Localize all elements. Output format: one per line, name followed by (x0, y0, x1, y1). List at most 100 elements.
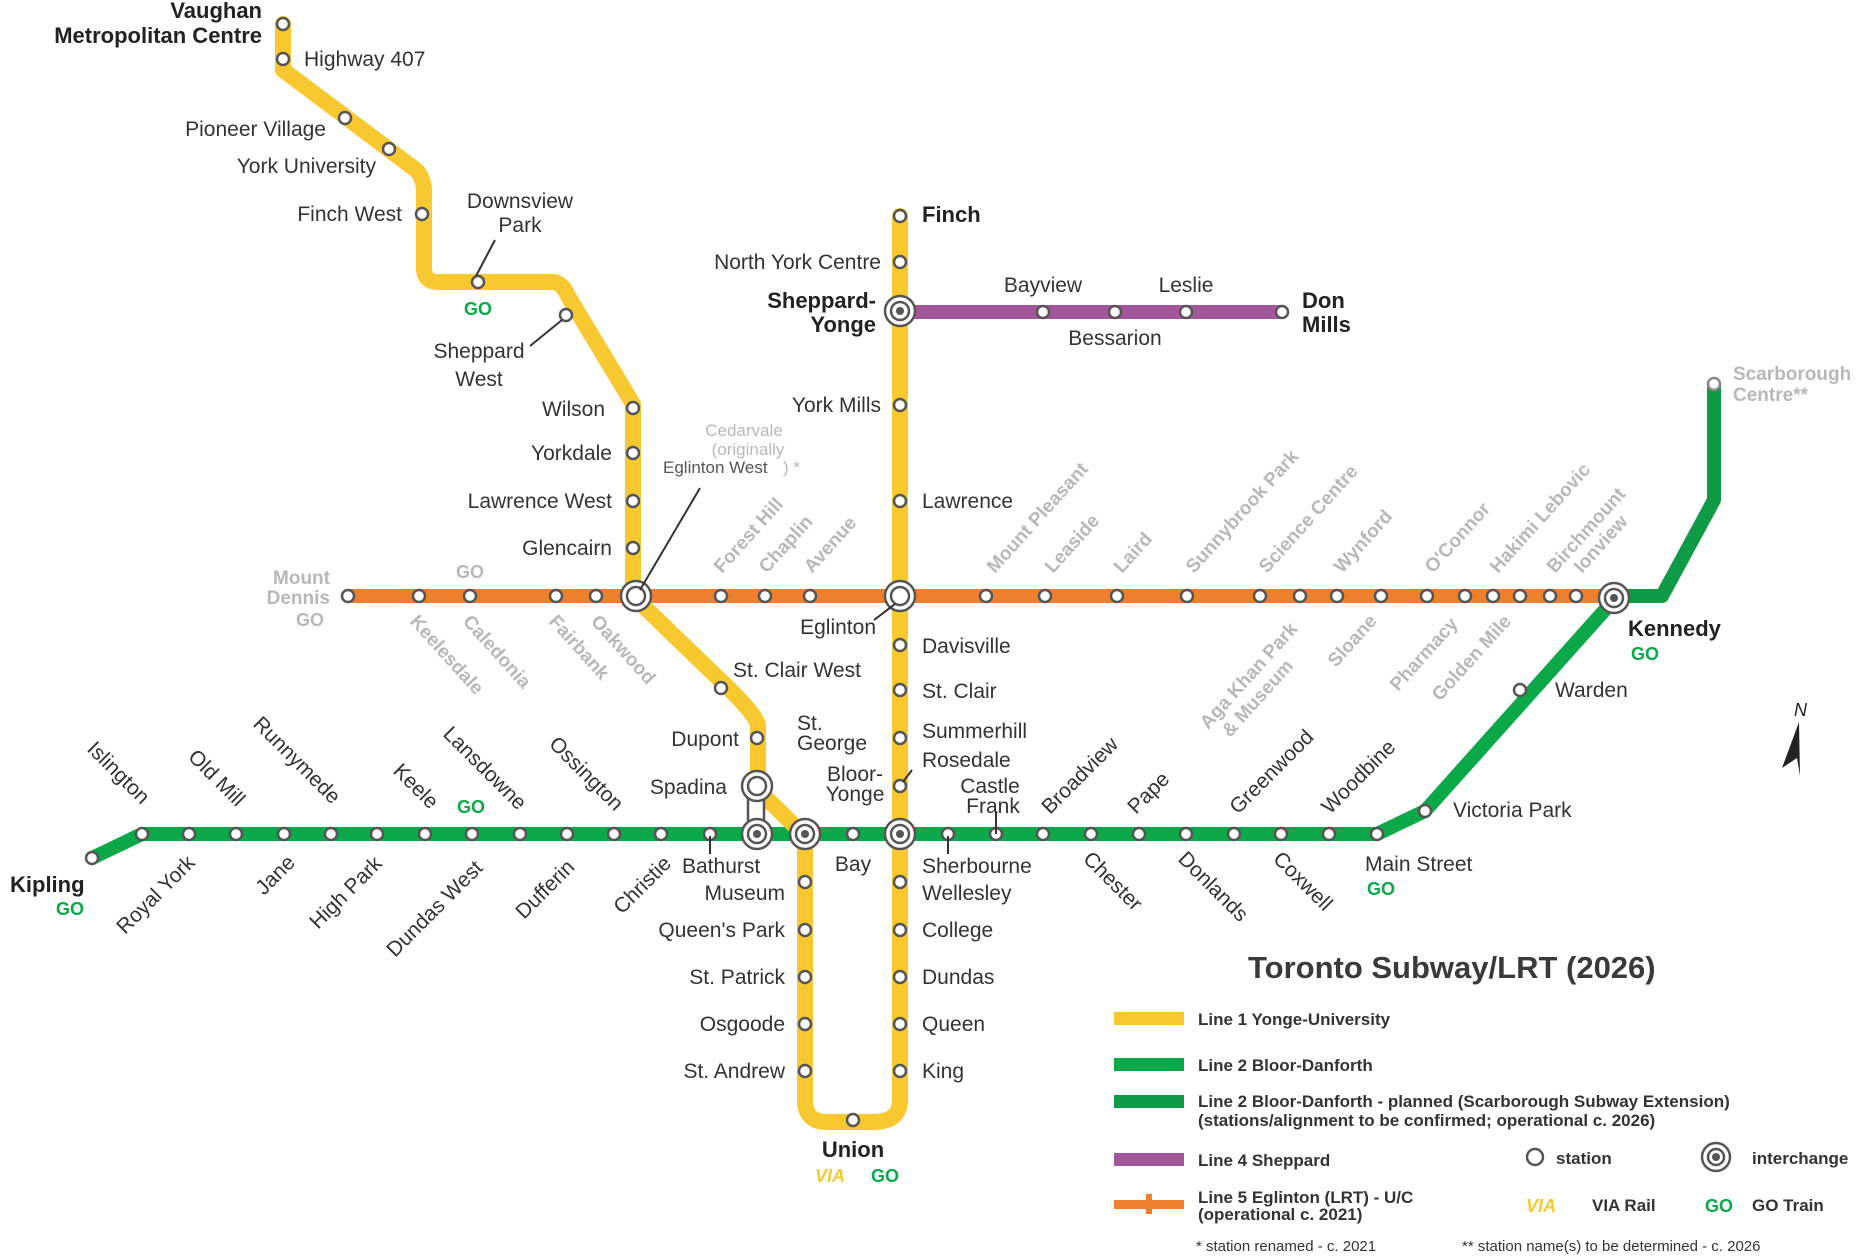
station-scarborough-centre[interactable] (1706, 376, 1722, 392)
station-yorkdale[interactable] (625, 445, 641, 461)
station-keele[interactable] (417, 826, 433, 842)
station-vaughan[interactable] (275, 16, 291, 32)
station-birchmount[interactable] (1542, 588, 1558, 604)
station-st-clair-west[interactable] (713, 680, 729, 696)
station-victoria-park[interactable] (1417, 803, 1433, 819)
station-glencairn[interactable] (625, 540, 641, 556)
station-keelesdale[interactable] (411, 588, 427, 604)
label-old-mill: Old Mill (183, 745, 249, 811)
station-kipling[interactable] (84, 850, 100, 866)
station-hakimi-lebovic[interactable] (1485, 588, 1501, 604)
station-finch[interactable] (892, 208, 908, 224)
station-old-mill[interactable] (228, 826, 244, 842)
station-college[interactable] (892, 922, 908, 938)
station-osgoode[interactable] (797, 1016, 813, 1032)
station-woodbine[interactable] (1321, 826, 1337, 842)
station-sheppard-west[interactable] (558, 307, 574, 323)
station-dupont[interactable] (749, 730, 765, 746)
station-chester[interactable] (1083, 826, 1099, 842)
station-bessarion[interactable] (1107, 304, 1123, 320)
interchange-kennedy[interactable] (1597, 581, 1631, 615)
label-kipling: Kipling (10, 872, 85, 897)
station-avenue[interactable] (802, 588, 818, 604)
station-museum[interactable] (797, 874, 813, 890)
station-oakwood[interactable] (588, 588, 604, 604)
station-ionview[interactable] (1568, 588, 1584, 604)
station-leaside[interactable] (1037, 588, 1053, 604)
legend-note-1: * station renamed - c. 2021 (1196, 1238, 1376, 1255)
station-king[interactable] (892, 1063, 908, 1079)
station-dufferin[interactable] (559, 826, 575, 842)
station-chaplin[interactable] (757, 588, 773, 604)
station-greenwood[interactable] (1226, 826, 1242, 842)
station-caledonia[interactable] (462, 588, 478, 604)
station-rosedale[interactable] (892, 778, 908, 794)
station-jane[interactable] (276, 826, 292, 842)
interchange-spadina[interactable] (740, 769, 774, 851)
station-ossington[interactable] (606, 826, 622, 842)
station-science-centre[interactable] (1252, 588, 1268, 604)
station-highway-407[interactable] (275, 51, 291, 67)
station-pape[interactable] (1131, 826, 1147, 842)
station-summerhill[interactable] (892, 730, 908, 746)
interchange-bloor-yonge[interactable] (883, 817, 917, 851)
station-davisville[interactable] (892, 637, 908, 653)
interchange-st-george[interactable] (788, 817, 822, 851)
station-york-mills[interactable] (892, 397, 908, 413)
station-union[interactable] (845, 1112, 861, 1128)
station-north-york-centre[interactable] (892, 254, 908, 270)
station-forest-hill[interactable] (713, 588, 729, 604)
station-finch-west[interactable] (414, 206, 430, 222)
station-bayview[interactable] (1035, 304, 1051, 320)
station-lawrence[interactable] (892, 493, 908, 509)
station-queen[interactable] (892, 1016, 908, 1032)
station-sloane[interactable] (1373, 588, 1389, 604)
station-sunnybrook-park[interactable] (1179, 588, 1195, 604)
station-downsview-park[interactable] (470, 274, 486, 290)
interchange-sheppard-yonge[interactable] (883, 294, 917, 328)
station-broadview[interactable] (1035, 826, 1051, 842)
station-wynford[interactable] (1329, 588, 1345, 604)
station-donlands[interactable] (1178, 826, 1194, 842)
station-oconnor[interactable] (1419, 588, 1435, 604)
station-coxwell[interactable] (1273, 826, 1289, 842)
station-royal-york[interactable] (181, 826, 197, 842)
station-fairbank[interactable] (548, 588, 564, 604)
station-high-park[interactable] (369, 826, 385, 842)
station-warden[interactable] (1512, 682, 1528, 698)
label-wellesley: Wellesley (922, 882, 1012, 905)
interchange-eglinton[interactable] (883, 579, 917, 613)
station-lawrence-west[interactable] (625, 493, 641, 509)
station-golden-mile[interactable] (1512, 588, 1528, 604)
station-st-patrick[interactable] (797, 969, 813, 985)
station-don-mills[interactable] (1274, 304, 1290, 320)
station-bay[interactable] (845, 826, 861, 842)
station-mount-dennis[interactable] (340, 588, 356, 604)
station-st-andrew[interactable] (797, 1063, 813, 1079)
station-wilson[interactable] (625, 400, 641, 416)
station-leslie[interactable] (1178, 304, 1194, 320)
station-laird[interactable] (1109, 588, 1125, 604)
station-main-street[interactable] (1369, 826, 1385, 842)
interchange-cedarvale[interactable] (619, 579, 653, 613)
station-lansdowne[interactable] (512, 826, 528, 842)
station-wellesley[interactable] (892, 874, 908, 890)
station-aga-khan[interactable] (1292, 588, 1308, 604)
station-christie[interactable] (653, 826, 669, 842)
station-queens-park[interactable] (797, 922, 813, 938)
station-pharmacy[interactable] (1457, 588, 1473, 604)
interchange-stations (619, 294, 1631, 851)
station-dundas-west[interactable] (464, 826, 480, 842)
station-islington[interactable] (134, 826, 150, 842)
label-donlands: Donlands (1173, 847, 1252, 926)
station-runnymede[interactable] (323, 826, 339, 842)
station-pioneer-village[interactable] (337, 110, 353, 126)
label-st-george-a: St. (797, 712, 823, 735)
station-york-university[interactable] (381, 141, 397, 157)
station-st-clair[interactable] (892, 682, 908, 698)
label-islington: Islington (82, 737, 154, 809)
label-mount-pleasant: Mount Pleasant (983, 458, 1093, 577)
label-sheppard-west-b: West (455, 368, 503, 391)
station-dundas[interactable] (892, 969, 908, 985)
station-mount-pleasant[interactable] (978, 588, 994, 604)
